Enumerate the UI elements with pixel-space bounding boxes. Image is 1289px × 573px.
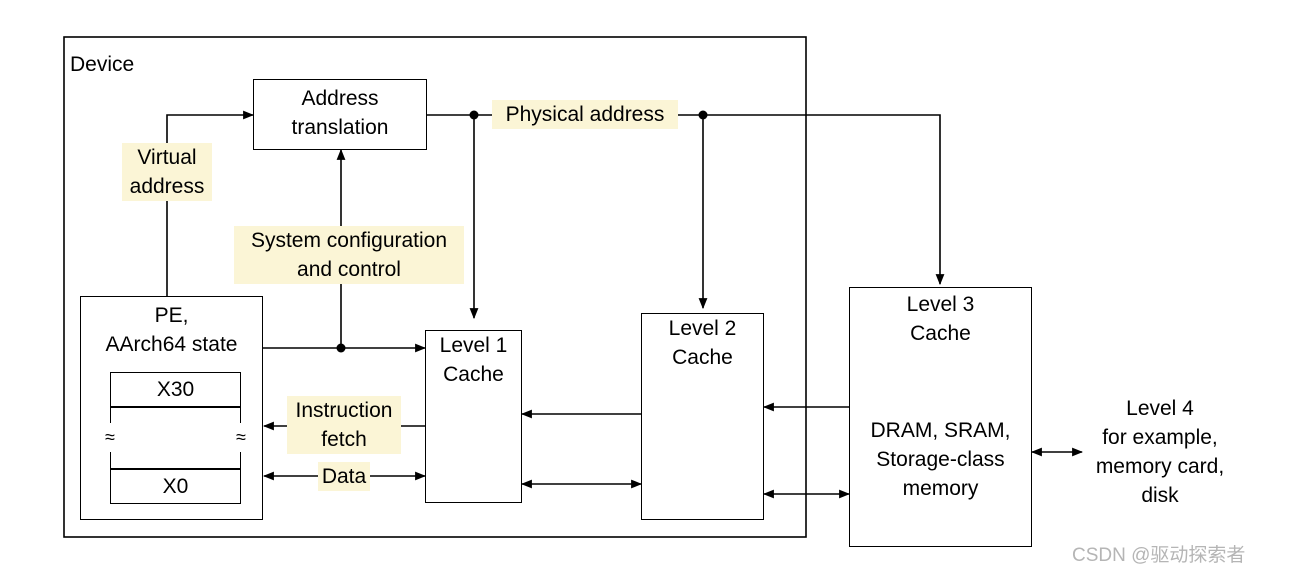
device-boundary <box>63 36 807 538</box>
register-file <box>110 372 241 504</box>
register-divider-top <box>110 406 241 408</box>
data-label: Data <box>318 462 370 491</box>
level3-cache-box <box>849 287 1032 547</box>
level2-cache-box <box>641 313 764 520</box>
register-divider-bottom <box>110 468 241 470</box>
level1-cache-box <box>425 330 522 503</box>
register-x0: X0 <box>162 475 189 498</box>
junction-dot-phys-l1 <box>469 110 479 120</box>
pe-label: PE,AArch64 state <box>105 304 238 356</box>
device-label: Device <box>70 53 135 76</box>
register-break-right: ≈ <box>233 423 249 452</box>
register-break-left: ≈ <box>102 423 118 452</box>
junction-dot-pe <box>336 343 346 353</box>
address-translation-box <box>253 79 427 150</box>
virtual-address-line <box>166 110 255 296</box>
watermark: CSDN @驱动探索者 <box>1072 545 1246 566</box>
physical-address-label: Physical address <box>492 100 678 129</box>
register-x30: X30 <box>156 378 195 401</box>
physical-address-bus <box>427 114 945 286</box>
junction-dot-phys-l2 <box>698 110 708 120</box>
